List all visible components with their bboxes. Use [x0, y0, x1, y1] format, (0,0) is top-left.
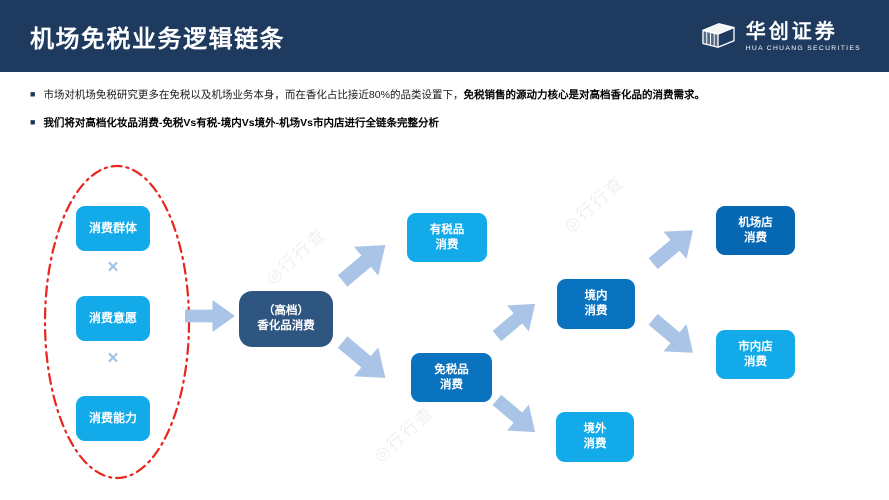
node-label-line2: 消费: [744, 231, 767, 244]
node-label-line1: 免税品: [434, 363, 469, 376]
watermark: ◎行行查: [262, 224, 331, 288]
bullet-1-bold: 免税销售的源动力核心是对高档香化品的消费需求。: [463, 89, 705, 101]
node-label-line1: 境内: [584, 290, 608, 303]
arrow-up-right-icon: [330, 230, 399, 297]
arrow-up-right-icon: [641, 216, 705, 279]
bullet-line-1: ■ 市场对机场免税研究更多在免税以及机场业务本身，而在香化占比接近80%的品类设…: [30, 88, 865, 103]
node-label-line2: 消费: [435, 238, 459, 251]
node-label-line2: 消费: [440, 378, 463, 391]
node-consumer-willingness: 消费意愿: [76, 296, 150, 341]
bullet-1-normal: 市场对机场免税研究更多在免税以及机场业务本身，而在香化占比接近80%的品类设置下…: [43, 89, 464, 101]
logo-name: 华创证券: [745, 20, 838, 43]
node-label-line2: 消费: [584, 305, 608, 317]
multiply-icon: ×: [107, 257, 119, 278]
logo-subtitle: HUA CHUANG SECURITIES: [745, 44, 861, 52]
node-consumer-group: 消费群体: [76, 206, 150, 251]
node-downtown-store-consumption: 市内店 消费: [716, 330, 795, 379]
node-airport-store-consumption: 机场店 消费: [716, 206, 795, 255]
node-label-line1: 机场店: [738, 216, 773, 229]
bullet-text-2: 我们将对高档化妆品消费-免税Vs有税-境内Vs境外-机场Vs市内店进行全链条完整…: [43, 116, 439, 131]
header-bar: 机场免税业务逻辑链条 华创证券 HUA CHUANG SECURITIES: [0, 0, 889, 72]
node-label-line1: 境外: [583, 423, 607, 436]
watermark: ◎行行查: [560, 172, 629, 236]
arrow-up-right-icon: [485, 290, 546, 350]
node-label-line2: 消费: [744, 355, 767, 368]
watermark: ◎行行查: [370, 402, 439, 466]
node-overseas-consumption: 境外 消费: [556, 412, 634, 462]
bullet-2-bold: 我们将对高档化妆品消费-免税Vs有税-境内Vs境外-机场Vs市内店进行全链条完整…: [43, 116, 439, 129]
node-label-line1: 市内店: [738, 340, 773, 353]
logo-text: 华创证券 HUA CHUANG SECURITIES: [746, 21, 861, 52]
node-label-line2: 消费: [583, 438, 607, 450]
node-consumer-ability: 消费能力: [76, 396, 150, 441]
page-title: 机场免税业务逻辑链条: [30, 25, 285, 53]
arrow-down-right-icon: [330, 327, 399, 394]
node-label-line1: （高档）: [263, 305, 309, 318]
bullet-square-icon: ■: [30, 116, 36, 127]
cube-logo-icon: [701, 23, 735, 48]
node-label-line2: 香化品消费: [257, 320, 315, 332]
company-logo: 华创证券 HUA CHUANG SECURITIES: [699, 20, 861, 52]
node-label: 消费群体: [88, 220, 137, 235]
summary-bullets: ■ 市场对机场免税研究更多在免税以及机场业务本身，而在香化占比接近80%的品类设…: [30, 88, 865, 143]
bullet-text-1: 市场对机场免税研究更多在免税以及机场业务本身，而在香化占比接近80%的品类设置下…: [43, 88, 705, 103]
node-domestic-consumption: 境内 消费: [557, 279, 635, 329]
node-label: 消费能力: [88, 410, 137, 425]
arrow-down-right-icon: [641, 305, 705, 368]
node-premium-cosmetics-consumption: （高档） 香化品消费: [239, 291, 333, 347]
bullet-line-2: ■ 我们将对高档化妆品消费-免税Vs有税-境内Vs境外-机场Vs市内店进行全链条…: [30, 116, 865, 131]
flow-diagram: ◎行行查 ◎行行查 ◎行行查 消费群体 × 消费意愿 × 消费能力 （高档） 香…: [0, 150, 889, 500]
arrow-down-right-icon: [485, 386, 546, 446]
node-taxed-goods-consumption: 有税品 消费: [407, 213, 487, 262]
bullet-square-icon: ■: [30, 89, 36, 99]
node-dutyfree-goods-consumption: 免税品 消费: [411, 353, 492, 402]
multiply-icon: ×: [107, 348, 119, 369]
arrow-right-icon: [185, 299, 235, 333]
node-label-line1: 有税品: [429, 223, 465, 236]
node-label: 消费意愿: [88, 310, 137, 325]
